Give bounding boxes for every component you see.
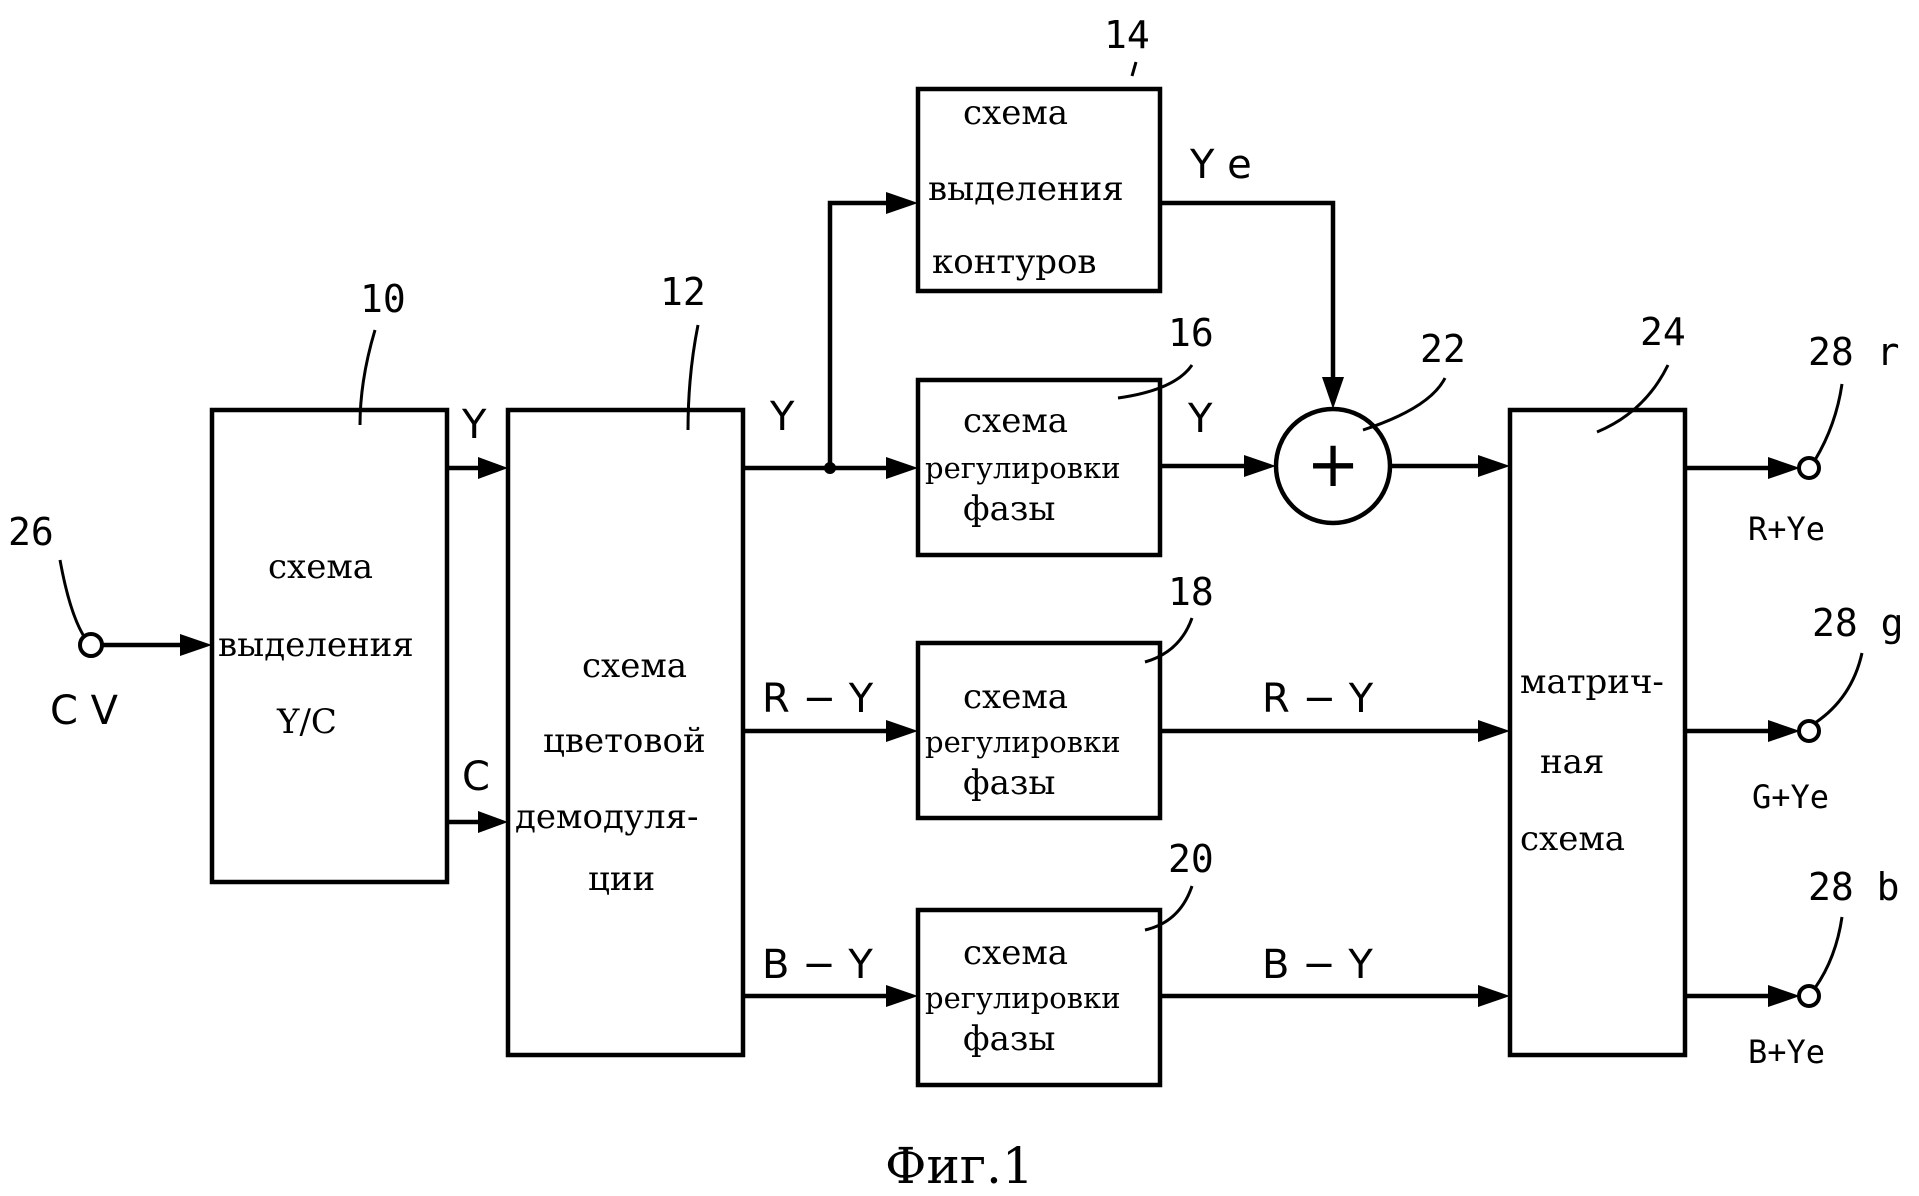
matrix-block	[1510, 410, 1685, 1055]
arrowhead-ry-demod-phase	[886, 720, 918, 742]
ref-28g: 28 g	[1812, 601, 1904, 645]
label-ry-demod: R − Y	[762, 676, 874, 722]
label-out-b: B+Ye	[1748, 1033, 1825, 1071]
ref-26: 26	[8, 510, 54, 554]
phase-adj-y-line-2: регулировки	[925, 451, 1121, 485]
ref-28r: 28 r	[1808, 330, 1900, 374]
ref-22: 22	[1420, 327, 1466, 371]
arrowhead-out-g	[1768, 720, 1800, 742]
arrowhead-out-r	[1768, 457, 1800, 479]
leader-28r	[1815, 384, 1842, 460]
edge-extract-line-3: контуров	[932, 242, 1097, 282]
ref-18: 18	[1168, 570, 1214, 614]
arrowhead-adder-matrix	[1478, 455, 1510, 477]
label-ry-phase: R − Y	[1262, 676, 1374, 722]
label-y-phase: Y	[1187, 396, 1213, 442]
arrowhead-y-sep-demod	[478, 457, 508, 479]
matrix-line-1: матрич-	[1520, 662, 1664, 702]
label-cv: C V	[50, 688, 119, 734]
color-demod-line-1: схема	[582, 646, 687, 686]
color-demod-line-3: демодуля-	[515, 797, 698, 837]
ref-28b: 28 b	[1808, 865, 1900, 909]
label-by-demod: B − Y	[762, 942, 873, 988]
output-terminal-r	[1799, 458, 1819, 478]
ref-16: 16	[1168, 311, 1214, 355]
label-by-phase: B − Y	[1262, 942, 1373, 988]
yc-separator-line-3: Y/C	[276, 702, 337, 742]
phase-adj-ry-line-2: регулировки	[925, 725, 1121, 759]
leader-28g	[1815, 653, 1862, 723]
arrowhead-cv	[180, 634, 212, 656]
edge-extract-line-1: схема	[963, 93, 1068, 133]
ref-12: 12	[660, 270, 706, 314]
arrowhead-c-sep-demod	[478, 811, 508, 833]
label-y-demod: Y	[769, 394, 795, 440]
phase-adj-ry-line-3: фазы	[963, 763, 1056, 803]
phase-adj-by-line-1: схема	[963, 933, 1068, 973]
ref-14: 14	[1104, 13, 1150, 57]
output-terminal-b	[1799, 986, 1819, 1006]
yc-separator-line-2: выделения	[218, 625, 414, 665]
label-out-g: G+Ye	[1752, 778, 1829, 816]
arrowhead-y-phase-adder	[1244, 455, 1276, 477]
label-y-sep: Y	[461, 402, 487, 448]
ref-20: 20	[1168, 837, 1214, 881]
arrowhead-out-b	[1768, 985, 1800, 1007]
label-out-r: R+Ye	[1748, 510, 1825, 548]
arrowhead-ry-phase-matrix	[1478, 720, 1510, 742]
yc-separator-line-1: схема	[268, 547, 373, 587]
phase-adj-by-line-2: регулировки	[925, 981, 1121, 1015]
arrowhead-y-demod-phase	[886, 457, 918, 479]
wire-y-branch-edge	[830, 203, 894, 468]
phase-adj-y-line-1: схема	[963, 401, 1068, 441]
label-ye: Y e	[1189, 142, 1252, 188]
matrix-line-3: схема	[1520, 819, 1625, 859]
phase-adj-y-line-3: фазы	[963, 489, 1056, 529]
color-demod-line-4: ции	[588, 859, 655, 899]
arrowhead-by-demod-phase	[886, 985, 918, 1007]
wire-ye-edge-adder	[1160, 203, 1333, 385]
edge-extract-line-2: выделения	[928, 169, 1124, 209]
phase-adj-by-line-3: фазы	[963, 1019, 1056, 1059]
color-demod-line-2: цветовой	[543, 721, 706, 761]
arrowhead-y-edge	[886, 192, 918, 214]
ref-10: 10	[360, 277, 406, 321]
ref-24: 24	[1640, 310, 1686, 354]
arrowhead-by-phase-matrix	[1478, 985, 1510, 1007]
adder-symbol: +	[1306, 428, 1360, 502]
arrowhead-ye-adder	[1322, 377, 1344, 409]
matrix-line-2: ная	[1540, 742, 1604, 782]
figure-caption: Фиг.1	[885, 1137, 1034, 1195]
label-c-sep: C	[462, 754, 490, 800]
leader-28b	[1815, 917, 1842, 988]
leader-14	[1132, 62, 1136, 76]
leader-26	[60, 560, 85, 638]
phase-adj-ry-line-1: схема	[963, 677, 1068, 717]
leader-22	[1363, 378, 1445, 430]
